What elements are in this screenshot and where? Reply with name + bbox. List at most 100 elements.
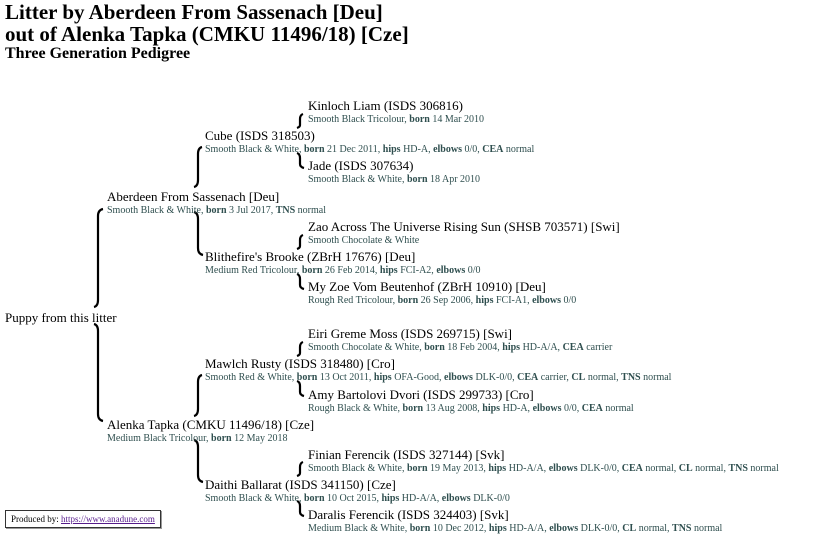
detail-value: FCI-A2, — [397, 265, 437, 276]
detail-label: born — [409, 114, 430, 125]
dog-details: Smooth Chocolate & White, born 18 Feb 20… — [308, 341, 612, 354]
detail-value: 3 Jul 2017, — [226, 205, 276, 216]
detail-label: hips — [475, 295, 494, 306]
detail-value: DLK-0/0, — [577, 463, 622, 474]
detail-label: born — [406, 463, 428, 474]
detail-label: elbows — [548, 463, 578, 474]
detail-value: 14 Mar 2010 — [429, 114, 485, 125]
detail-label: born — [205, 205, 227, 216]
title-dam: out of Alenka Tapka (CMKU 11496/18) [Cze… — [5, 22, 409, 46]
detail-label: CL — [571, 372, 586, 383]
detail-value: normal, — [585, 372, 622, 383]
detail-value: normal, — [692, 463, 729, 474]
detail-value: Medium Black Tricolour, — [107, 433, 212, 444]
detail-value: Smooth Black & White, — [205, 144, 304, 155]
detail-value: Smooth Red & White, — [205, 372, 297, 383]
dog-alenka: Alenka Tapka (CMKU 11496/18) [Cze]Medium… — [107, 417, 314, 445]
detail-label: born — [303, 144, 325, 155]
detail-label: hips — [488, 463, 507, 474]
dog-details: Smooth Black Tricolour, born 14 Mar 2010 — [308, 113, 484, 126]
detail-value: 0/0 — [465, 265, 481, 276]
puppy-text: Puppy from this litter — [5, 310, 117, 325]
detail-value: normal — [640, 372, 672, 383]
dog-name: Cube (ISDS 318503) — [205, 128, 315, 143]
detail-value: 10 Dec 2012, — [430, 523, 489, 534]
bracket-amy — [296, 379, 305, 398]
dog-details: Smooth Black & White, born 10 Oct 2015, … — [205, 492, 510, 505]
detail-label: hips — [482, 403, 501, 414]
detail-value: normal, — [642, 463, 679, 474]
detail-label: CEA — [621, 463, 643, 474]
dog-zao: Zao Across The Universe Rising Sun (SHSB… — [308, 219, 620, 247]
bracket-mawlch — [193, 373, 203, 418]
detail-label: elbows — [532, 295, 561, 306]
dog-amy: Amy Bartolovi Dvori (ISDS 299733) [Cro]R… — [308, 387, 634, 415]
detail-label: CEA — [562, 342, 584, 353]
dog-name: Kinloch Liam (ISDS 306816) — [308, 98, 463, 113]
detail-label: CL — [622, 523, 637, 534]
detail-value: OFA-Good, — [391, 372, 445, 383]
detail-value: 0/0 — [561, 295, 577, 306]
detail-value: Smooth Chocolate & White, — [308, 342, 425, 353]
detail-label: TNS — [275, 205, 296, 216]
detail-value: 26 Sep 2006, — [418, 295, 476, 306]
puppy-label: Puppy from this litter — [5, 309, 117, 327]
detail-label: CEA — [581, 403, 603, 414]
detail-label: born — [402, 403, 424, 414]
dog-details: Smooth Black & White, born 19 May 2013, … — [308, 462, 779, 475]
dog-daithi: Daithi Ballarat (ISDS 341150) [Cze]Smoot… — [205, 477, 510, 505]
detail-label: elbows — [444, 372, 473, 383]
dog-details: Medium Black Tricolour, born 12 May 2018 — [107, 432, 314, 445]
detail-value: 21 Dec 2011, — [324, 144, 383, 155]
dog-name: Zao Across The Universe Rising Sun (SHSB… — [308, 219, 620, 234]
detail-label: born — [301, 265, 323, 276]
detail-value: normal — [503, 144, 535, 155]
detail-value: 13 Oct 2011, — [317, 372, 374, 383]
dog-details: Smooth Black & White, born 21 Dec 2011, … — [205, 143, 534, 156]
detail-label: born — [303, 493, 325, 504]
dog-blithefire: Blithefire's Brooke (ZBrH 17676) [Deu]Me… — [205, 249, 481, 277]
dog-myzoe: My Zoe Vom Beutenhof (ZBrH 10910) [Deu]R… — [308, 279, 576, 307]
detail-value: Smooth Black & White, — [205, 493, 304, 504]
detail-value: Rough Red Tricolour, — [308, 295, 398, 306]
dog-details: Smooth Black & White, born 18 Apr 2010 — [308, 173, 480, 186]
detail-label: born — [211, 433, 232, 444]
detail-label: TNS — [728, 463, 748, 474]
detail-label: elbows — [436, 265, 466, 276]
dog-name: Amy Bartolovi Dvori (ISDS 299733) [Cro] — [308, 387, 534, 402]
detail-value: DLK-0/0 — [470, 493, 510, 504]
bracket-blithefire — [193, 210, 204, 257]
dog-jade: Jade (ISDS 307634)Smooth Black & White, … — [308, 158, 480, 186]
dog-name: Alenka Tapka (CMKU 11496/18) [Cze] — [107, 417, 315, 432]
detail-value: HD-A, — [400, 144, 434, 155]
detail-label: born — [296, 372, 318, 383]
subtitle: Three Generation Pedigree — [5, 45, 191, 62]
detail-value: normal — [747, 463, 779, 474]
detail-label: TNS — [621, 372, 641, 383]
detail-label: elbows — [433, 144, 462, 155]
detail-value: 10 Oct 2015, — [324, 493, 382, 504]
detail-label: CEA — [517, 372, 539, 383]
dog-name: Eiri Greme Moss (ISDS 269715) [Swi] — [308, 326, 513, 341]
detail-value: HD-A/A, — [506, 523, 550, 534]
detail-value: normal — [295, 205, 326, 216]
detail-value: 12 May 2018 — [231, 433, 288, 444]
dog-name: Mawlch Rusty (ISDS 318480) [Cro] — [205, 356, 395, 371]
detail-label: hips — [488, 523, 507, 534]
produced-by-box: Produced by: https://www.anadune.com — [5, 510, 161, 528]
detail-value: Medium Black & White, — [308, 523, 410, 534]
detail-value: Smooth Chocolate & White — [308, 235, 420, 246]
dog-name: Daralis Ferencik (ISDS 324403) [Svk] — [308, 507, 509, 522]
produced-by-link[interactable]: https://www.anadune.com — [61, 514, 155, 524]
detail-value: 26 Feb 2014, — [322, 265, 380, 276]
bracket-kinloch — [296, 112, 304, 130]
bracket-cube — [193, 145, 203, 189]
detail-label: born — [424, 342, 445, 353]
detail-value: Smooth Black & White, — [308, 463, 407, 474]
detail-label: born — [397, 295, 419, 306]
detail-label: CEA — [482, 144, 504, 155]
detail-label: born — [409, 523, 431, 534]
dog-mawlch: Mawlch Rusty (ISDS 318480) [Cro]Smooth R… — [205, 356, 671, 384]
detail-value: Medium Red Tricolour, — [205, 265, 302, 276]
detail-label: hips — [382, 144, 401, 155]
